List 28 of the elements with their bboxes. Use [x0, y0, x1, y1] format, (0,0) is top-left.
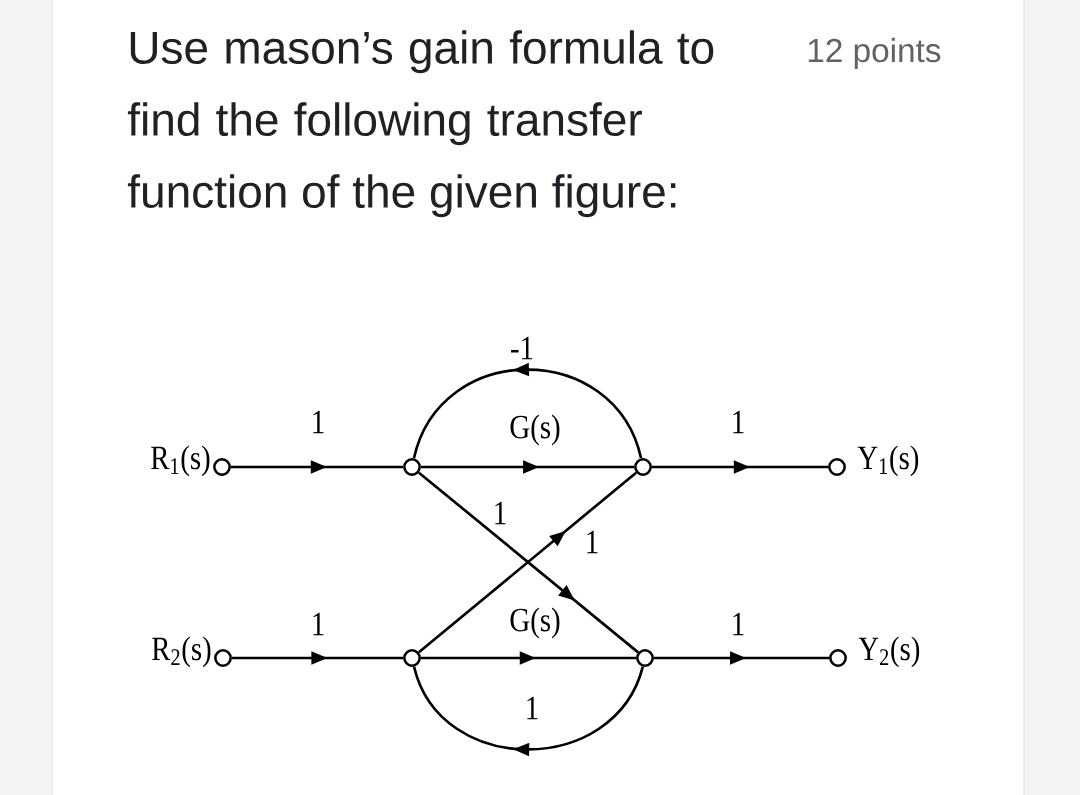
arrow: [230, 460, 404, 474]
node-circle: [403, 458, 421, 476]
gain-label: 1: [527, 696, 538, 720]
gain-label: 1: [313, 612, 324, 636]
arrow: [420, 460, 635, 474]
signal-label: R$_{2}$(s): [152, 636, 211, 668]
arrow: [412, 666, 645, 757]
node-circle: [634, 458, 652, 476]
points-label: 12 points: [808, 37, 941, 69]
gain-label: 1: [733, 410, 744, 434]
gain-label: 1: [495, 501, 506, 525]
arrow: [651, 460, 829, 474]
gain-label: 1: [587, 530, 598, 554]
gain-label: G(s): [510, 607, 560, 639]
node-circle: [636, 649, 654, 667]
gain-label: 1: [313, 410, 324, 434]
gain-label: 1: [733, 612, 744, 636]
arrow: [412, 362, 643, 459]
signal-label: R$_{1}$(s): [151, 445, 210, 477]
gain-label: G(s): [510, 414, 560, 446]
arrow: [420, 651, 637, 665]
question-text: Use mason’s gain formula to find the following transfer function of the given figure:: [127, 30, 714, 218]
node-circle: [403, 649, 421, 667]
signal-label: Y$_{2}$(s): [858, 636, 920, 668]
arrow: [653, 651, 830, 665]
gain-label: -1: [511, 336, 533, 360]
signal-label: Y$_{1}$(s): [857, 445, 919, 477]
arrow: [231, 651, 404, 665]
